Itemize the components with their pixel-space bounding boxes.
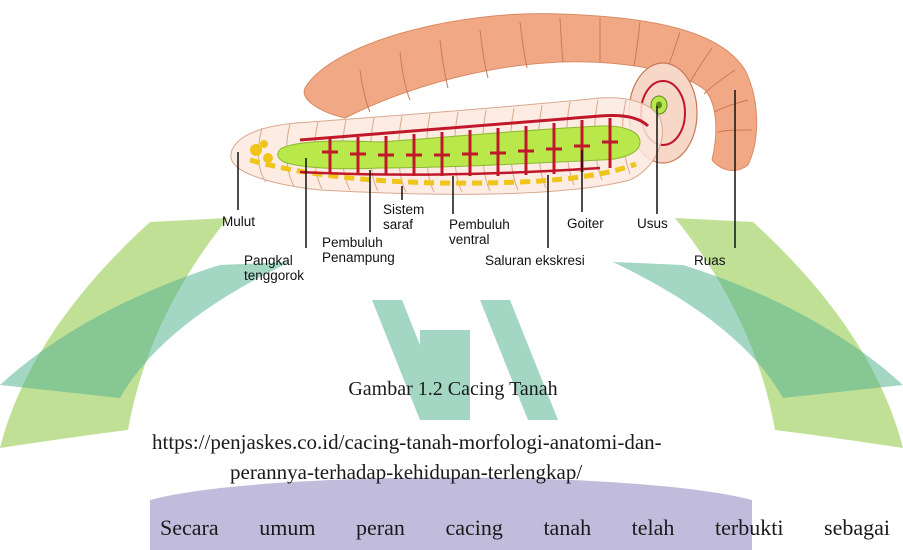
watermark-center-letters [372, 300, 558, 420]
label-pembuluh-penampung: Pembuluh Penampung [322, 235, 395, 265]
earthworm-illustration [0, 0, 903, 300]
source-url-line2: perannya-terhadap-kehidupan-terlengkap/ [230, 460, 830, 485]
label-pangkal-tenggorok: Pangkal tenggorok [244, 253, 304, 283]
label-ruas: Ruas [694, 253, 726, 268]
source-url-line1: https://penjaskes.co.id/cacing-tanah-mor… [152, 430, 892, 455]
label-usus: Usus [637, 216, 668, 231]
label-sistem-saraf: Sistem saraf [383, 202, 424, 232]
label-mulut: Mulut [222, 214, 255, 229]
label-goiter: Goiter [567, 216, 604, 231]
figure-caption: Gambar 1.2 Cacing Tanah [78, 378, 828, 401]
label-saluran-ekskresi: Saluran ekskresi [485, 253, 585, 268]
label-pembuluh-ventral: Pembuluh ventral [449, 217, 510, 247]
body-paragraph: Secara umum peran cacing tanah telah ter… [160, 515, 890, 541]
